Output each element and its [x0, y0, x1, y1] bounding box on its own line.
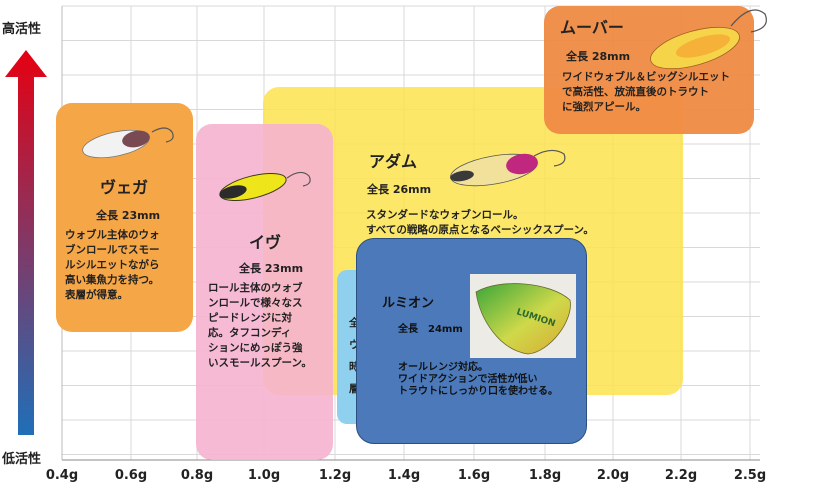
adam-desc-line: すべての戦略の原点となるベーシックスプーン。 [366, 224, 594, 236]
lumion-lure-photo-icon: LUMION [475, 283, 571, 355]
lumion-title: ルミオン [382, 296, 435, 311]
adam-title: アダム [369, 152, 418, 171]
iv-desc-line: 応。タフコンディ [208, 327, 292, 339]
x-tick-label: 1.8g [528, 468, 562, 483]
iv-desc-line: ションにめっぽう強 [208, 342, 303, 354]
lumion-desc-line: ワイドアクションで活性が低い [398, 374, 538, 385]
iv-lure-icon [219, 171, 311, 201]
hidden-card-line: 全 [349, 317, 360, 329]
lumion-desc-line: トラウトにしっかり口を使わせる。 [398, 386, 558, 397]
moover-desc-line: ワイドウォブル＆ビッグシルエット [562, 71, 730, 83]
x-tick-label: 0.8g [180, 468, 214, 483]
vega-desc-line: ルシルエットながら [65, 259, 160, 271]
hidden-card-text: 全 ウ 時 層 [349, 312, 361, 400]
lumion-description: オールレンジ対応。 ワイドアクションで活性が低い トラウトにしっかり口を使わせる… [398, 362, 578, 398]
x-tick-label: 2.5g [733, 468, 767, 483]
iv-desc-line: ロール主体のウォブ [208, 282, 303, 294]
x-tick-label: 1.6g [457, 468, 491, 483]
moover-description: ワイドウォブル＆ビッグシルエット で高活性、放流直後のトラウト に強烈アピール。 [562, 70, 752, 115]
hidden-card-line: 層 [349, 383, 360, 395]
moover-title: ムーバー [560, 18, 624, 37]
adam-description: スタンダードなウォブンロール。 すべての戦略の原点となるベーシックスプーン。 [366, 208, 666, 238]
x-tick-label: 0.4g [45, 468, 79, 483]
vega-lure-icon [82, 127, 174, 159]
moover-desc-line: で高活性、放流直後のトラウト [562, 86, 709, 98]
iv-title: イヴ [249, 233, 282, 252]
hidden-card-line: 時 [349, 361, 360, 373]
iv-length: 全長 23mm [239, 262, 304, 275]
gradient-arrow-shape [5, 50, 47, 435]
y-axis-bottom-label: 低活性 [2, 452, 42, 467]
x-tick-label: 0.6g [114, 468, 148, 483]
adam-lure-icon [450, 149, 566, 187]
x-tick-label: 1.4g [387, 468, 421, 483]
iv-description: ロール主体のウォブ ンロールで様々なス ピードレンジに対 応。タフコンディ ショ… [208, 281, 334, 371]
moover-desc-line: に強烈アピール。 [562, 101, 646, 113]
x-tick-label: 2.2g [664, 468, 698, 483]
lumion-photo: LUMION [470, 274, 576, 358]
vega-desc-line: ウォブル主体のウォ [65, 229, 160, 241]
moover-length: 全長 28mm [566, 50, 631, 63]
x-tick-label: 1.0g [247, 468, 281, 483]
vega-length: 全長 23mm [96, 209, 161, 222]
x-tick-label: 1.2g [318, 468, 352, 483]
vega-desc-line: ブンロールでスモー [65, 244, 160, 256]
activity-arrow [5, 50, 47, 435]
x-tick-label: 2.0g [596, 468, 630, 483]
hidden-card-line: ウ [349, 339, 360, 351]
y-axis-top-label: 高活性 [2, 22, 42, 37]
iv-desc-line: いスモールスプーン。 [208, 357, 312, 369]
iv-desc-line: ンロールで様々なス [208, 297, 303, 309]
adam-length: 全長 26mm [367, 183, 432, 196]
lumion-desc-line: オールレンジ対応。 [398, 362, 488, 373]
iv-desc-line: ピードレンジに対 [208, 312, 292, 324]
vega-desc-line: 高い集魚力を持つ。 [65, 274, 160, 286]
lumion-length: 全長 24mm [398, 324, 463, 335]
vega-desc-line: 表層が得意。 [65, 289, 128, 301]
vega-title: ヴェガ [100, 178, 149, 197]
adam-desc-line: スタンダードなウォブンロール。 [366, 209, 524, 221]
moover-lure-icon [650, 9, 767, 70]
vega-description: ウォブル主体のウォ ブンロールでスモー ルシルエットながら 高い集魚力を持つ。 … [65, 228, 191, 303]
